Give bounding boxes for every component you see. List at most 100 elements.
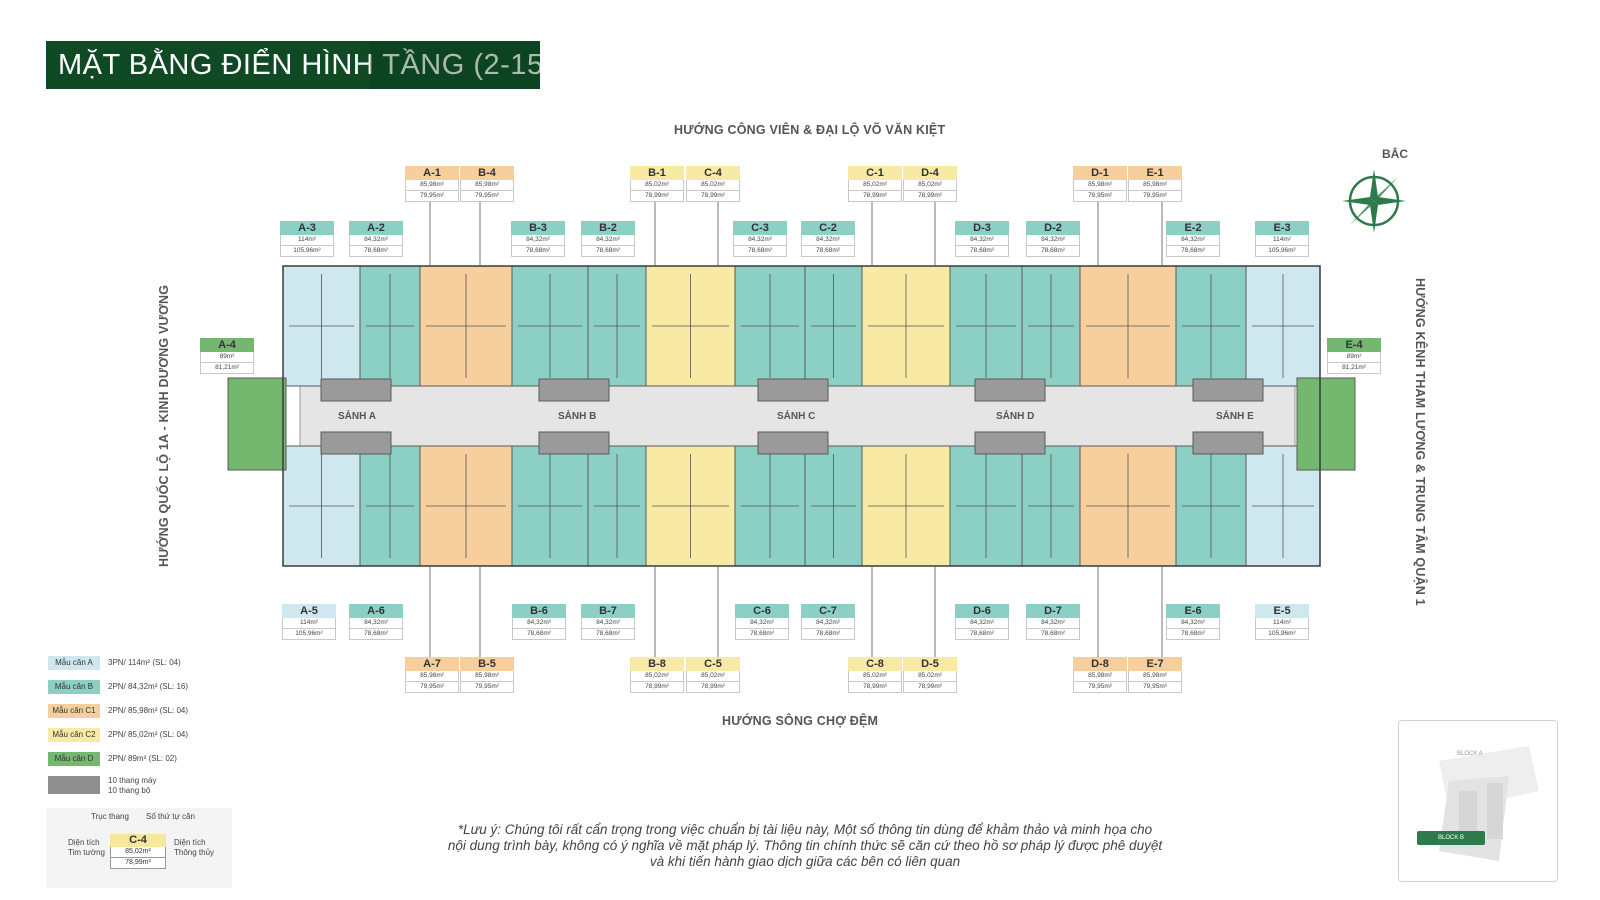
unit-code: D-6 bbox=[955, 604, 1009, 618]
legend-swatch: Mẫu căn D bbox=[48, 752, 100, 766]
unit-code: E-4 bbox=[1327, 338, 1381, 352]
legend-desc: 3PN/ 114m² (SL: 04) bbox=[108, 658, 181, 667]
unit-net-area: 78,68m² bbox=[1166, 629, 1220, 640]
unit-gross-area: 85,02m² bbox=[848, 671, 902, 682]
unit-code: A-2 bbox=[349, 221, 403, 235]
legend-swatch: Mẫu căn C1 bbox=[48, 704, 100, 718]
key-order-label: Số thứ tự căn bbox=[146, 812, 195, 821]
unit-gross-area: 114m² bbox=[282, 618, 336, 629]
unit-gross-area: 114m² bbox=[280, 235, 334, 246]
legend-row: Mẫu căn D 2PN/ 89m² (SL: 02) bbox=[48, 752, 308, 768]
unit-code: C-2 bbox=[801, 221, 855, 235]
unit-net-area: 78,68m² bbox=[581, 246, 635, 257]
elevator-swatch bbox=[48, 776, 100, 794]
unit-code: D-7 bbox=[1026, 604, 1080, 618]
key-sample-gross: 85,02m² bbox=[110, 847, 166, 858]
lobby-label: SẢNH B bbox=[558, 411, 597, 422]
unit-gross-area: 84,32m² bbox=[955, 235, 1009, 246]
unit-code: B-7 bbox=[581, 604, 635, 618]
legend-desc: 2PN/ 85,98m² (SL: 04) bbox=[108, 706, 189, 715]
unit-code: E-7 bbox=[1128, 657, 1182, 671]
unit-gross-area: 84,32m² bbox=[735, 618, 789, 629]
key-gross-label-2: Tim tường bbox=[68, 848, 105, 857]
compass-icon bbox=[1342, 169, 1406, 233]
unit-code: E-5 bbox=[1255, 604, 1309, 618]
legend-desc: 2PN/ 89m² (SL: 02) bbox=[108, 754, 177, 763]
note-line-3: và khi tiến hành giao dịch giữa các bên … bbox=[649, 854, 961, 869]
unit-gross-area: 85,02m² bbox=[630, 671, 684, 682]
unit-net-area: 78,68m² bbox=[735, 629, 789, 640]
unit-code: C-6 bbox=[735, 604, 789, 618]
unit-gross-area: 85,98m² bbox=[460, 180, 514, 191]
unit-code: E-6 bbox=[1166, 604, 1220, 618]
unit-net-area: 78,99m² bbox=[630, 191, 684, 202]
legend-key-box: Trục thang Số thứ tự căn Diện tích Tim t… bbox=[46, 808, 232, 888]
key-axis-label: Trục thang bbox=[91, 812, 129, 821]
unit-block-d-right bbox=[1296, 377, 1356, 471]
unit-block-d-left bbox=[227, 377, 287, 471]
unit-net-area: 105,96m² bbox=[1255, 629, 1309, 640]
unit-gross-area: 85,02m² bbox=[903, 180, 957, 191]
elevator-text: 10 thang máy bbox=[108, 776, 157, 785]
unit-net-area: 78,68m² bbox=[1026, 629, 1080, 640]
unit-net-area: 78,68m² bbox=[581, 629, 635, 640]
core-stair bbox=[320, 431, 392, 455]
unit-net-area: 78,68m² bbox=[349, 629, 403, 640]
unit-net-area: 79,95m² bbox=[460, 191, 514, 202]
key-sample-code: C-4 bbox=[110, 834, 166, 847]
unit-gross-area: 114m² bbox=[1255, 618, 1309, 629]
unit-net-area: 79,95m² bbox=[1073, 682, 1127, 693]
key-gross-label: Diện tích bbox=[68, 838, 100, 847]
unit-net-area: 78,68m² bbox=[955, 246, 1009, 257]
unit-gross-area: 85,98m² bbox=[1073, 180, 1127, 191]
unit-code: E-3 bbox=[1255, 221, 1309, 235]
unit-gross-area: 85,02m² bbox=[686, 671, 740, 682]
stair-text: 10 thang bộ bbox=[108, 786, 151, 795]
unit-net-area: 105,96m² bbox=[1255, 246, 1309, 257]
lobby-label: SẢNH A bbox=[338, 411, 376, 422]
unit-code: B-6 bbox=[512, 604, 566, 618]
unit-code: D-4 bbox=[903, 166, 957, 180]
unit-code: B-4 bbox=[460, 166, 514, 180]
unit-gross-area: 84,32m² bbox=[349, 235, 403, 246]
unit-net-area: 78,68m² bbox=[1166, 246, 1220, 257]
unit-code: D-8 bbox=[1073, 657, 1127, 671]
unit-net-area: 79,95m² bbox=[1073, 191, 1127, 202]
unit-code: B-2 bbox=[581, 221, 635, 235]
unit-code: A-6 bbox=[349, 604, 403, 618]
minimap-shapes bbox=[1439, 746, 1539, 861]
unit-net-area: 105,96m² bbox=[280, 246, 334, 257]
key-net-label-2: Thông thủy bbox=[174, 848, 215, 857]
unit-net-area: 81,21m² bbox=[1327, 363, 1381, 374]
unit-net-area: 105,96m² bbox=[282, 629, 336, 640]
unit-gross-area: 84,32m² bbox=[511, 235, 565, 246]
unit-gross-area: 89m² bbox=[1327, 352, 1381, 363]
unit-net-area: 78,99m² bbox=[903, 682, 957, 693]
core-elevator bbox=[974, 378, 1046, 402]
unit-code: C-8 bbox=[848, 657, 902, 671]
unit-code: A-7 bbox=[405, 657, 459, 671]
unit-net-area: 78,99m² bbox=[903, 191, 957, 202]
unit-code: A-4 bbox=[200, 338, 254, 352]
unit-gross-area: 84,32m² bbox=[512, 618, 566, 629]
lobby-label: SẢNH E bbox=[1216, 411, 1254, 422]
unit-gross-area: 85,98m² bbox=[460, 671, 514, 682]
